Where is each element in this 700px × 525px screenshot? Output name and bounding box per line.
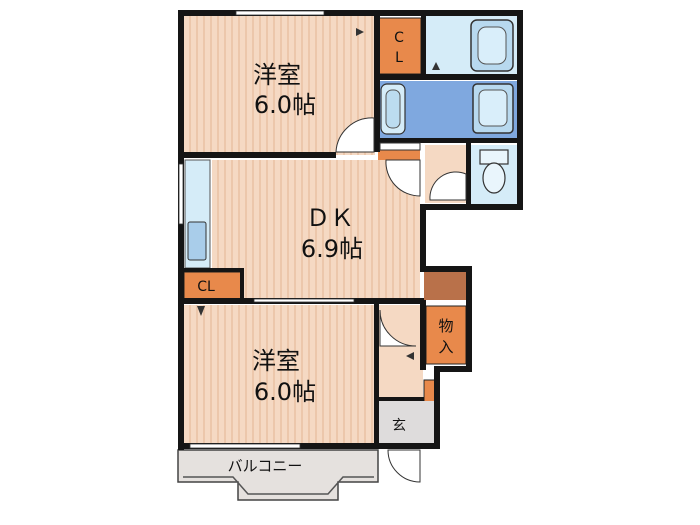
toilet-tank xyxy=(479,149,509,165)
bedroom-bottom-floor xyxy=(183,305,375,445)
door-arrows xyxy=(197,28,440,360)
wash-basin-inner xyxy=(385,89,401,129)
bathtub-bottom-inner xyxy=(478,89,508,127)
bath-area xyxy=(379,15,519,138)
entrance-label: 玄 xyxy=(392,417,406,434)
bedroom-top-size: 6.0帖 xyxy=(254,91,316,119)
room-bedroom-bottom xyxy=(183,305,375,445)
windows xyxy=(178,10,355,449)
bathtub-top-inner xyxy=(477,26,507,65)
dk-size: 6.9帖 xyxy=(301,235,363,263)
closet-left-label: CL xyxy=(197,279,215,295)
dk-floor xyxy=(212,160,420,300)
balcony-floor xyxy=(177,449,379,501)
bedroom-top-name: 洋室 xyxy=(253,61,301,89)
toilet-bowl xyxy=(482,162,506,194)
closet-top-label-1: C xyxy=(394,30,404,46)
kitchen-sink xyxy=(187,221,207,261)
closet-top-label-2: L xyxy=(395,50,403,66)
balcony xyxy=(177,449,379,501)
dk-name: ＤＫ xyxy=(306,204,354,232)
storage-label-2: 入 xyxy=(438,338,453,356)
bedroom-bottom-name: 洋室 xyxy=(252,347,300,375)
balcony-label: バルコニー xyxy=(228,457,303,475)
storage-upper xyxy=(424,272,469,300)
hallway-floor xyxy=(379,305,423,397)
balcony-rail-inner xyxy=(183,476,374,495)
bedroom-bottom-size: 6.0帖 xyxy=(254,378,316,406)
storage-label-1: 物 xyxy=(438,317,453,335)
entrance-floor xyxy=(379,401,435,443)
room-dk xyxy=(184,143,420,300)
doors xyxy=(335,117,467,483)
toilet-room xyxy=(471,145,519,208)
